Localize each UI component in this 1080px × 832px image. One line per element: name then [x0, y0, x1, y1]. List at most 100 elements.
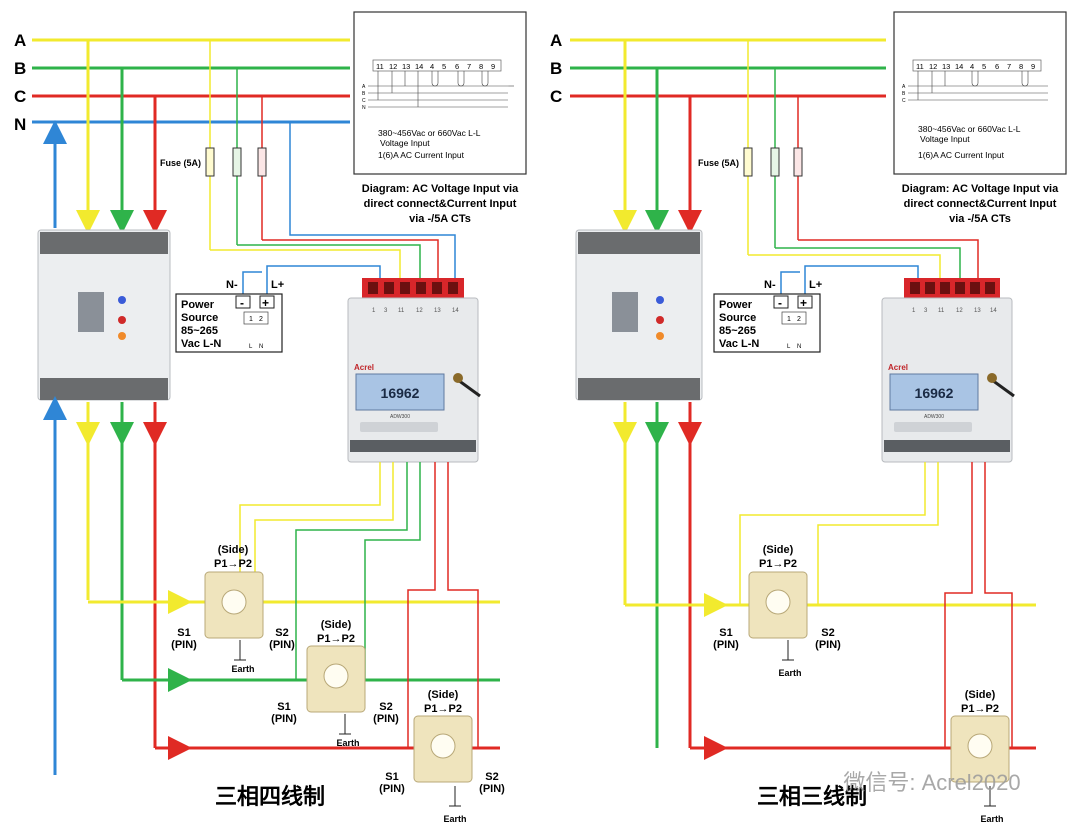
ct-pin: (PIN): [171, 639, 197, 651]
fuse-label: Fuse (5A): [160, 158, 201, 168]
ct-direction: P1→P2: [214, 558, 252, 570]
meter-top-terminal: 3: [384, 308, 388, 314]
power-pin-l: L: [249, 344, 253, 350]
ct-side: (Side): [965, 689, 996, 701]
inset-row-label: A: [902, 84, 906, 90]
ct-side: (Side): [321, 619, 352, 631]
left-panel: A B C N: [14, 11, 527, 824]
inset-voltage-text-2: Voltage Input: [920, 134, 970, 144]
inset-terminal: 4: [430, 62, 434, 71]
power-text-2: Source: [181, 312, 218, 324]
power-source: N- L+ - + Power Source 85~265 Vac L-N 1 …: [175, 265, 381, 353]
bus-label-b: B: [550, 59, 562, 78]
power-text-1: Power: [719, 299, 753, 311]
inset-terminal: 14: [955, 62, 963, 71]
circuit-breaker: [37, 229, 171, 401]
bus-label-c: C: [14, 87, 26, 106]
meter-reading: 16962: [381, 385, 420, 401]
ct-s1: S1: [719, 627, 732, 639]
ct-side: (Side): [428, 689, 459, 701]
fuse-a: [205, 147, 215, 177]
power-pin-n: N: [259, 344, 263, 350]
bus-label-a: A: [14, 31, 26, 50]
ct-direction: P1→P2: [961, 703, 999, 715]
meter-top-terminal: 1: [912, 308, 916, 314]
meter-top-terminal: 12: [956, 308, 963, 314]
power-pin-2: 2: [797, 316, 801, 323]
meter-top-terminal: 13: [434, 308, 441, 314]
inset-terminal: 14: [415, 62, 423, 71]
title-right: 三相三线制: [757, 784, 867, 809]
caption-line-2: direct connect&Current Input: [904, 198, 1057, 210]
inset-diagram: 11 12 13 14 4 5 6 7 8 9 A B C N: [353, 11, 527, 175]
energy-meter: 1 3 11 12 13 14 Acrel 16962 ADW300: [881, 278, 1015, 463]
ct-s2: S2: [379, 701, 392, 713]
inset-terminal: 8: [1019, 62, 1023, 71]
meter-top-terminal: 11: [938, 308, 945, 314]
ct-s1: S1: [277, 701, 290, 713]
watermark: 微信号: Acrel2020: [843, 770, 1020, 795]
inset-terminal: 6: [995, 62, 999, 71]
inset-current-text: 1(6)A AC Current Input: [918, 150, 1005, 160]
power-l-label: L+: [271, 279, 284, 291]
meter-top-terminal: 11: [398, 308, 405, 314]
inset-voltage-text: 380~456Vac or 660Vac L-L: [918, 124, 1021, 134]
inset-terminal: 7: [467, 62, 471, 71]
power-text-3: 85~265: [719, 325, 756, 337]
inset-terminal: 11: [376, 62, 384, 71]
meter-model: ADW300: [924, 414, 944, 420]
current-transformer-b: (Side) P1→P2 S1 (PIN) S2 (PIN) Earth: [271, 619, 399, 748]
meter-top-terminal: 13: [974, 308, 981, 314]
caption-line-2: direct connect&Current Input: [364, 198, 517, 210]
power-pin-2: 2: [259, 316, 263, 323]
ct-earth: Earth: [980, 814, 1003, 824]
current-transformer-a: (Side) P1→P2 S1 (PIN) S2 (PIN) Earth: [171, 544, 295, 674]
current-transformer-c: (Side) P1→P2 S1 (PIN) S2 (PIN) Earth: [379, 689, 505, 824]
inset-voltage-text-2: Voltage Input: [380, 138, 430, 148]
inset-row-label: C: [362, 98, 366, 104]
ct-s2: S2: [275, 627, 288, 639]
ct-earth: Earth: [778, 668, 801, 678]
inset-terminal: 9: [491, 62, 495, 71]
right-panel: A B C Fuse (: [550, 11, 1067, 824]
inset-diagram: 11 12 13 14 4 5 6 7 8 9 A B C 380~45: [893, 11, 1067, 175]
inset-row-label: B: [902, 91, 906, 97]
inset-terminal: 12: [389, 62, 397, 71]
bus-label-b: B: [14, 59, 26, 78]
power-source: N- L+ - + Power Source 85~265 Vac L-N 1 …: [713, 265, 919, 353]
power-pin-1: 1: [249, 316, 253, 323]
meter-top-terminal: 12: [416, 308, 423, 314]
caption-line-1: Diagram: AC Voltage Input via: [362, 183, 519, 195]
inset-terminal-row: 11 12 13 14 4 5 6 7 8 9: [372, 59, 502, 72]
meter-brand: Acrel: [354, 363, 374, 372]
meter-brand: Acrel: [888, 363, 908, 372]
ct-earth: Earth: [443, 814, 466, 824]
meter-top-terminal: 14: [452, 308, 459, 314]
power-n-label: N-: [226, 279, 238, 291]
inset-terminal: 9: [1031, 62, 1035, 71]
bus-label-a: A: [550, 31, 562, 50]
ct-s1: S1: [177, 627, 190, 639]
meter-top-terminal: 3: [924, 308, 928, 314]
inset-current-text: 1(6)A AC Current Input: [378, 150, 465, 160]
ct-pin: (PIN): [713, 639, 739, 651]
ct-s2: S2: [485, 771, 498, 783]
title-left: 三相四线制: [215, 784, 325, 809]
inset-terminal: 11: [916, 62, 924, 71]
fuse-label: Fuse (5A): [698, 158, 739, 168]
fuse-b: [232, 147, 242, 177]
power-plus: +: [262, 296, 269, 310]
ct-earth: Earth: [231, 664, 254, 674]
ct-direction: P1→P2: [759, 558, 797, 570]
inset-terminal: 7: [1007, 62, 1011, 71]
ct-side: (Side): [763, 544, 794, 556]
inset-terminal: 12: [929, 62, 937, 71]
ct-s2: S2: [821, 627, 834, 639]
ct-s1: S1: [385, 771, 398, 783]
power-minus: -: [778, 296, 782, 310]
inset-terminal: 13: [942, 62, 950, 71]
power-pin-n: N: [797, 344, 801, 350]
power-pin-l: L: [787, 344, 791, 350]
bus-label-n: N: [14, 115, 26, 134]
